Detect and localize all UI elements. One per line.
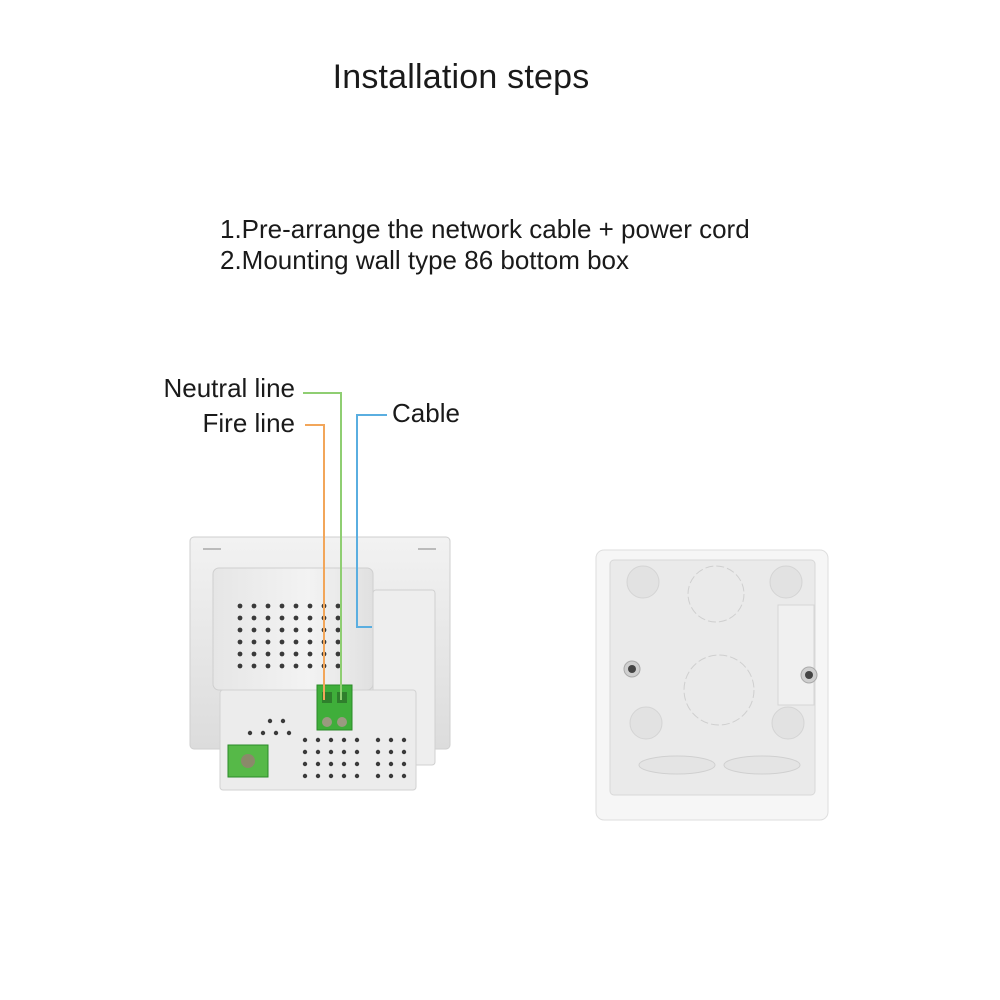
- step-2-text: 2.Mounting wall type 86 bottom box: [220, 245, 630, 275]
- neutral-line-label: Neutral line: [163, 373, 295, 403]
- fire-leader-line: [305, 424, 325, 700]
- cable-label: Cable: [392, 398, 460, 428]
- vent-holes-lower: [247, 718, 407, 779]
- page-title: Installation steps: [332, 58, 590, 96]
- neutral-leader-line: [303, 392, 342, 700]
- step-1-text: 1.Pre-arrange the network cable + power …: [220, 214, 750, 244]
- cable-leader-line: [356, 414, 387, 628]
- fire-line-label: Fire line: [202, 408, 295, 438]
